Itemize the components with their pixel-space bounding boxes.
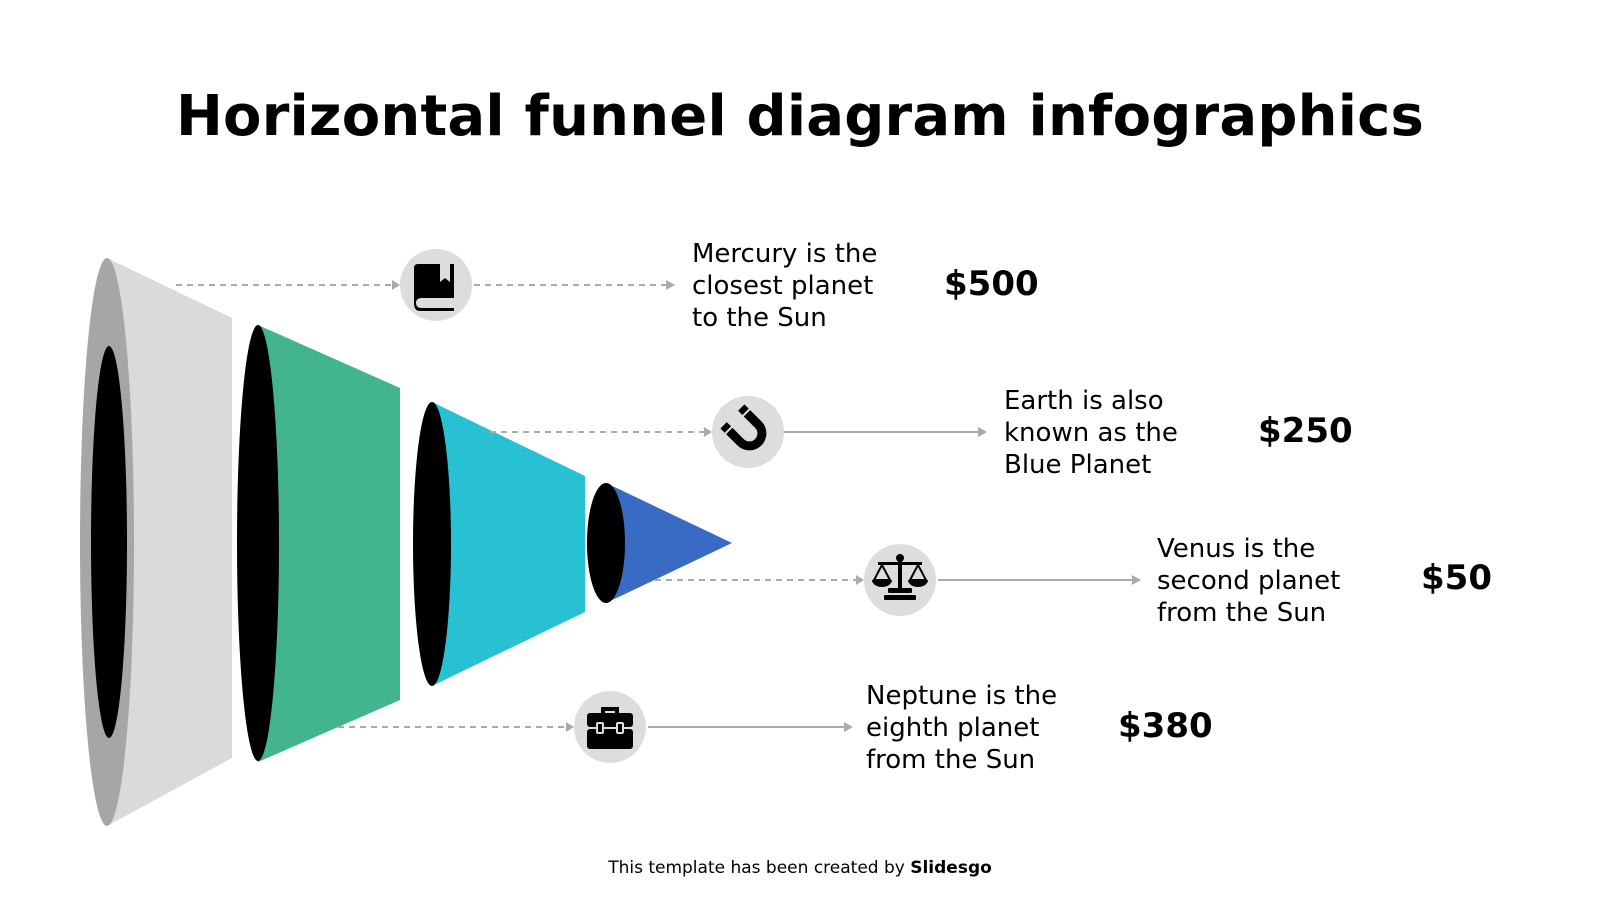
connector-2 [490, 427, 987, 437]
item-3-value: $50 [1421, 558, 1492, 598]
scale-icon [864, 544, 936, 616]
item-3-line-2: second planet [1157, 566, 1341, 596]
book-icon [400, 249, 472, 321]
magnet-icon [712, 396, 784, 468]
funnel-segment-3 [413, 402, 585, 686]
item-2-value: $250 [1258, 411, 1353, 451]
slide-title: Horizontal funnel diagram infographics [175, 84, 1425, 149]
footer-prefix: This template has been created by [608, 858, 911, 878]
connector-3 [655, 575, 1141, 585]
item-1-line-3: to the Sun [692, 303, 827, 333]
item-3-line-3: from the Sun [1157, 598, 1327, 628]
item-1-description: Mercury is the closest planet to the Sun [692, 238, 877, 334]
funnel-segment-1 [80, 258, 232, 826]
item-2-line-2: known as the [1004, 418, 1178, 448]
toolbox-icon [574, 691, 646, 763]
connector-1 [176, 280, 675, 290]
item-4-line-3: from the Sun [866, 745, 1036, 775]
item-1-line-1: Mercury is the [692, 239, 878, 269]
item-2-line-3: Blue Planet [1004, 450, 1152, 480]
item-2-description: Earth is also known as the Blue Planet [1004, 385, 1178, 481]
item-3-description: Venus is the second planet from the Sun [1157, 533, 1340, 629]
item-3-line-1: Venus is the [1157, 534, 1316, 564]
item-4-description: Neptune is the eighth planet from the Su… [866, 680, 1057, 776]
footer-credit: This template has been created by Slides… [0, 858, 1600, 878]
funnel-segment-2 [237, 325, 400, 762]
item-4-line-1: Neptune is the [866, 681, 1058, 711]
item-2-line-1: Earth is also [1004, 386, 1164, 416]
item-1-line-2: closest planet [692, 271, 874, 301]
funnel-segment-4 [587, 483, 732, 603]
footer-brand: Slidesgo [910, 858, 992, 878]
connector-4 [338, 722, 853, 732]
item-1-value: $500 [944, 264, 1039, 304]
item-4-line-2: eighth planet [866, 713, 1040, 743]
item-4-value: $380 [1118, 706, 1213, 746]
